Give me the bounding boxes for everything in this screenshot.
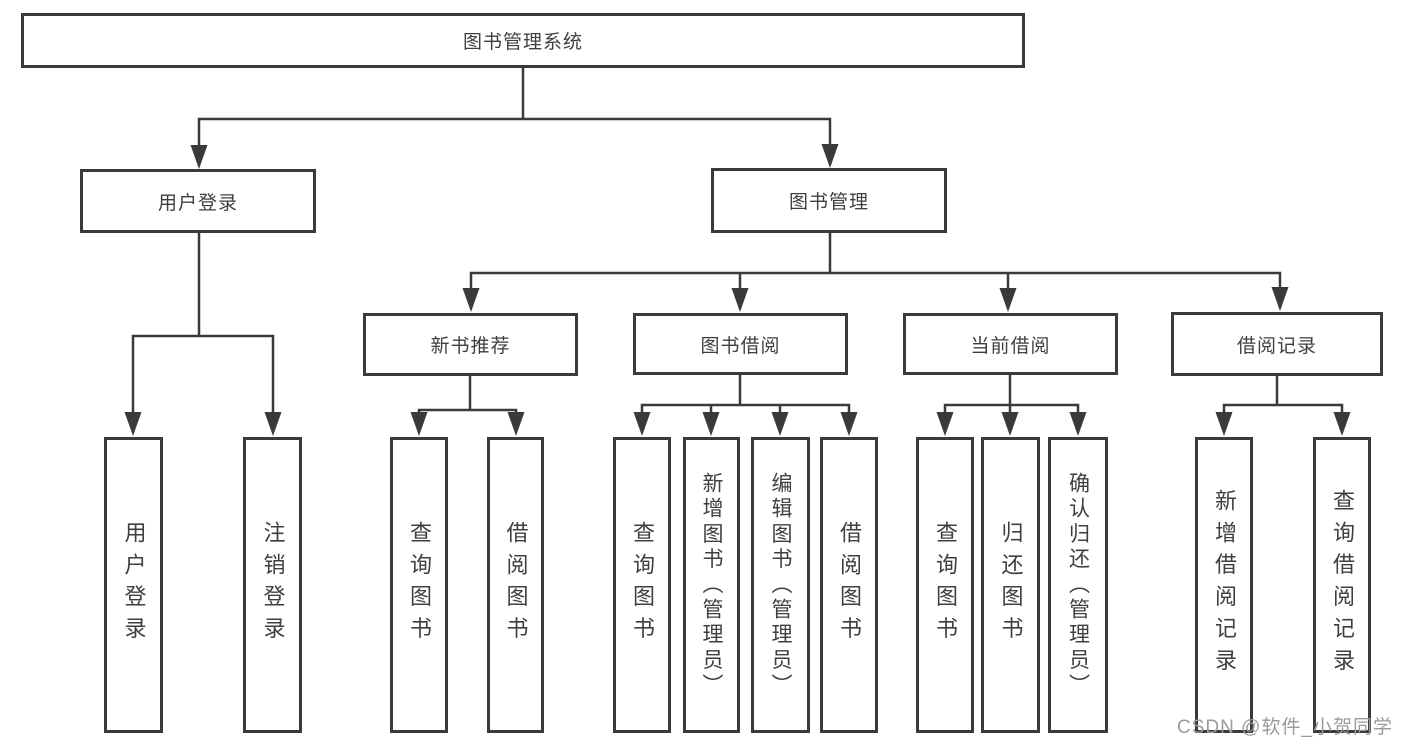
node-borrow-records: 借阅记录 bbox=[1171, 312, 1383, 376]
leaf-borrow-books-recommend: 借阅图书 bbox=[487, 437, 544, 733]
leaf-label: 查询图书 bbox=[630, 521, 655, 649]
leaf-label: 编辑图书（管理员） bbox=[769, 471, 792, 699]
node-new-book-recommend: 新书推荐 bbox=[363, 313, 578, 376]
leaf-label: 注销登录 bbox=[260, 521, 286, 649]
leaf-query-books-borrow: 查询图书 bbox=[613, 437, 671, 733]
leaf-return-books: 归还图书 bbox=[981, 437, 1040, 733]
node-book-borrow: 图书借阅 bbox=[633, 313, 848, 375]
leaf-confirm-return-admin: 确认归还（管理员） bbox=[1048, 437, 1108, 733]
leaf-label: 查询图书 bbox=[933, 521, 958, 649]
node-book-management: 图书管理 bbox=[711, 168, 947, 233]
leaf-query-books-current: 查询图书 bbox=[916, 437, 974, 733]
leaf-query-borrow-record: 查询借阅记录 bbox=[1313, 437, 1371, 733]
leaf-add-borrow-record: 新增借阅记录 bbox=[1195, 437, 1253, 733]
node-label: 图书管理 bbox=[788, 192, 869, 213]
csdn-watermark: CSDN @软件_小贺同学 bbox=[1177, 717, 1393, 738]
node-label: 图书管理系统 bbox=[462, 32, 583, 53]
leaf-label: 归还图书 bbox=[998, 521, 1024, 649]
node-label: 当前借阅 bbox=[970, 335, 1051, 357]
leaf-label: 用户登录 bbox=[121, 521, 147, 649]
leaf-label: 新增图书（管理员） bbox=[700, 471, 723, 699]
leaf-label: 查询图书 bbox=[407, 521, 432, 649]
leaf-query-books-recommend: 查询图书 bbox=[390, 437, 448, 733]
node-label: 图书借阅 bbox=[700, 335, 781, 357]
leaf-user-login: 用户登录 bbox=[104, 437, 163, 733]
node-current-borrow: 当前借阅 bbox=[903, 313, 1118, 375]
leaf-logout: 注销登录 bbox=[243, 437, 302, 733]
leaf-label: 查询借阅记录 bbox=[1330, 489, 1355, 681]
node-label: 借阅记录 bbox=[1236, 335, 1317, 357]
leaf-label: 确认归还（管理员） bbox=[1066, 471, 1090, 699]
leaf-label: 借阅图书 bbox=[837, 521, 862, 649]
leaf-edit-books-admin: 编辑图书（管理员） bbox=[751, 437, 810, 733]
node-library-management-system: 图书管理系统 bbox=[21, 13, 1025, 68]
leaf-label: 新增借阅记录 bbox=[1212, 489, 1237, 681]
node-label: 新书推荐 bbox=[430, 336, 511, 357]
leaf-label: 借阅图书 bbox=[503, 521, 529, 649]
leaf-add-books-admin: 新增图书（管理员） bbox=[683, 437, 740, 733]
leaf-borrow-books: 借阅图书 bbox=[820, 437, 878, 733]
node-user-login-group: 用户登录 bbox=[80, 169, 316, 233]
node-label: 用户登录 bbox=[157, 192, 238, 214]
